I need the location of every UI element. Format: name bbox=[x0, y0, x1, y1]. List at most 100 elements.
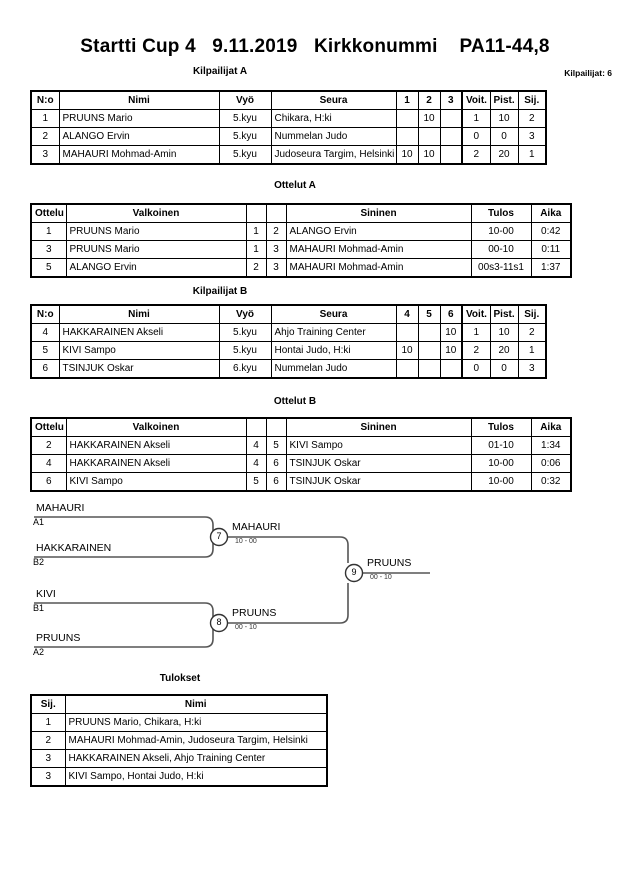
cell-m6: 10 bbox=[439, 323, 463, 342]
col-result: Tulos bbox=[470, 417, 532, 437]
cell-name: HAKKARAINEN Akseli, Ahjo Training Center bbox=[64, 749, 328, 768]
cell-wins: 2 bbox=[461, 145, 491, 165]
col-time: Aika bbox=[530, 417, 572, 437]
col-white: Valkoinen bbox=[65, 203, 247, 223]
cell-m3 bbox=[439, 109, 463, 128]
cell-m1: 10 bbox=[395, 145, 419, 165]
table-row: 3 PRUUNS Mario 1 3 MAHAURI Mohmad-Amin 0… bbox=[30, 240, 572, 259]
cell-points: 10 bbox=[489, 109, 519, 128]
pool-a-table: N:o Nimi Vyö Seura 1 2 3 Voit. Pist. Sij… bbox=[30, 90, 547, 165]
col-blue-no bbox=[265, 417, 287, 437]
pool-a-caption: Kilpailijat A bbox=[192, 66, 248, 77]
cell-result: 10-00 bbox=[470, 454, 532, 473]
cell-belt: 5.kyu bbox=[218, 341, 272, 360]
bracket-winner-name: PRUUNS bbox=[232, 607, 277, 619]
cell-no: 4 bbox=[30, 323, 60, 342]
col-name: Nimi bbox=[58, 304, 220, 324]
col-m2: 2 bbox=[417, 90, 441, 110]
cell-white: KIVI Sampo bbox=[65, 472, 247, 492]
table-row: 2 HAKKARAINEN Akseli 4 5 KIVI Sampo 01-1… bbox=[30, 436, 572, 455]
cell-club: Ahjo Training Center bbox=[270, 323, 397, 342]
cell-name: TSINJUK Oskar bbox=[58, 359, 220, 379]
cell-match: 6 bbox=[30, 472, 67, 492]
cell-wins: 0 bbox=[461, 359, 491, 379]
cell-match: 3 bbox=[30, 240, 67, 259]
cell-match: 2 bbox=[30, 436, 67, 455]
table-row: 6 TSINJUK Oskar 6.kyu Nummelan Judo 0 0 … bbox=[30, 359, 547, 379]
matches-b-table: Ottelu Valkoinen Sininen Tulos Aika 2 HA… bbox=[30, 417, 572, 492]
cell-belt: 6.kyu bbox=[218, 359, 272, 379]
col-m1: 1 bbox=[395, 90, 419, 110]
cell-blue-no: 6 bbox=[265, 454, 287, 473]
match-node-8 bbox=[209, 613, 229, 633]
cell-m4: 10 bbox=[395, 341, 419, 360]
cell-blue: MAHAURI Mohmad-Amin bbox=[285, 240, 472, 259]
cell-m2: 10 bbox=[417, 109, 441, 128]
bracket-entry-seed: B2 bbox=[33, 557, 45, 567]
cell-name: KIVI Sampo, Hontai Judo, H:ki bbox=[64, 767, 328, 787]
cell-m3 bbox=[439, 127, 463, 146]
table-header-row: N:o Nimi Vyö Seura 4 5 6 Voit. Pist. Sij… bbox=[30, 304, 547, 324]
cell-points: 0 bbox=[489, 359, 519, 379]
table-header-row: Ottelu Valkoinen Sininen Tulos Aika bbox=[30, 417, 572, 437]
cell-m6 bbox=[439, 359, 463, 379]
bracket-winner-name: PRUUNS bbox=[367, 557, 412, 569]
cell-time: 0:32 bbox=[530, 472, 572, 492]
cell-rank: 1 bbox=[517, 145, 547, 165]
cell-rank: 3 bbox=[30, 767, 66, 787]
table-row: 4 HAKKARAINEN Akseli 5.kyu Ahjo Training… bbox=[30, 323, 547, 342]
match-node-9 bbox=[344, 563, 364, 583]
col-time: Aika bbox=[530, 203, 572, 223]
table-row: 5 ALANGO Ervin 2 3 MAHAURI Mohmad-Amin 0… bbox=[30, 258, 572, 278]
cell-match: 1 bbox=[30, 222, 67, 241]
cell-rank: 3 bbox=[30, 749, 66, 768]
cell-no: 2 bbox=[30, 127, 60, 146]
cell-club: Nummelan Judo bbox=[270, 359, 397, 379]
cell-m5 bbox=[417, 323, 441, 342]
cell-name: KIVI Sampo bbox=[58, 341, 220, 360]
cell-name: ALANGO Ervin bbox=[58, 127, 220, 146]
col-match: Ottelu bbox=[30, 417, 67, 437]
col-name: Nimi bbox=[58, 90, 220, 110]
col-rank: Sij. bbox=[517, 90, 547, 110]
cell-blue: TSINJUK Oskar bbox=[285, 472, 472, 492]
cell-club: Chikara, H:ki bbox=[270, 109, 397, 128]
col-m4: 4 bbox=[395, 304, 419, 324]
cell-club: Nummelan Judo bbox=[270, 127, 397, 146]
bracket-entry-seed: B1 bbox=[33, 603, 45, 613]
table-row: 1 PRUUNS Mario 5.kyu Chikara, H:ki 10 1 … bbox=[30, 109, 547, 128]
bracket-entry-name: MAHAURI bbox=[36, 502, 85, 514]
cell-wins: 2 bbox=[461, 341, 491, 360]
cell-belt: 5.kyu bbox=[218, 145, 272, 165]
table-row: 2 ALANGO Ervin 5.kyu Nummelan Judo 0 0 3 bbox=[30, 127, 547, 146]
cell-time: 0:42 bbox=[530, 222, 572, 241]
cell-points: 20 bbox=[489, 145, 519, 165]
bracket-entry-name: HAKKARAINEN bbox=[36, 542, 112, 554]
col-name: Nimi bbox=[64, 694, 328, 714]
cell-rank: 1 bbox=[517, 341, 547, 360]
cell-white-no: 1 bbox=[245, 240, 267, 259]
pool-b-table: N:o Nimi Vyö Seura 4 5 6 Voit. Pist. Sij… bbox=[30, 304, 547, 379]
cell-blue-no: 6 bbox=[265, 472, 287, 492]
cell-result: 00s3-11s1 bbox=[470, 258, 532, 278]
table-row: 2 MAHAURI Mohmad-Amin, Judoseura Targim,… bbox=[30, 731, 328, 750]
cell-points: 10 bbox=[489, 323, 519, 342]
col-rank: Sij. bbox=[30, 694, 66, 714]
bracket-entry-seed: A1 bbox=[33, 517, 45, 527]
cell-white-no: 4 bbox=[245, 454, 267, 473]
col-blue: Sininen bbox=[285, 203, 472, 223]
col-belt: Vyö bbox=[218, 90, 272, 110]
table-row: 3 HAKKARAINEN Akseli, Ahjo Training Cent… bbox=[30, 749, 328, 768]
cell-white: ALANGO Ervin bbox=[65, 258, 247, 278]
cell-white: PRUUNS Mario bbox=[65, 240, 247, 259]
col-result: Tulos bbox=[470, 203, 532, 223]
cell-club: Hontai Judo, H:ki bbox=[270, 341, 397, 360]
cell-blue: TSINJUK Oskar bbox=[285, 454, 472, 473]
cell-no: 6 bbox=[30, 359, 60, 379]
table-row: 1 PRUUNS Mario 1 2 ALANGO Ervin 10-00 0:… bbox=[30, 222, 572, 241]
cell-no: 3 bbox=[30, 145, 60, 165]
cell-m1 bbox=[395, 109, 419, 128]
cell-wins: 1 bbox=[461, 109, 491, 128]
cell-time: 1:34 bbox=[530, 436, 572, 455]
table-row: 3 MAHAURI Mohmad-Amin 5.kyu Judoseura Ta… bbox=[30, 145, 547, 165]
